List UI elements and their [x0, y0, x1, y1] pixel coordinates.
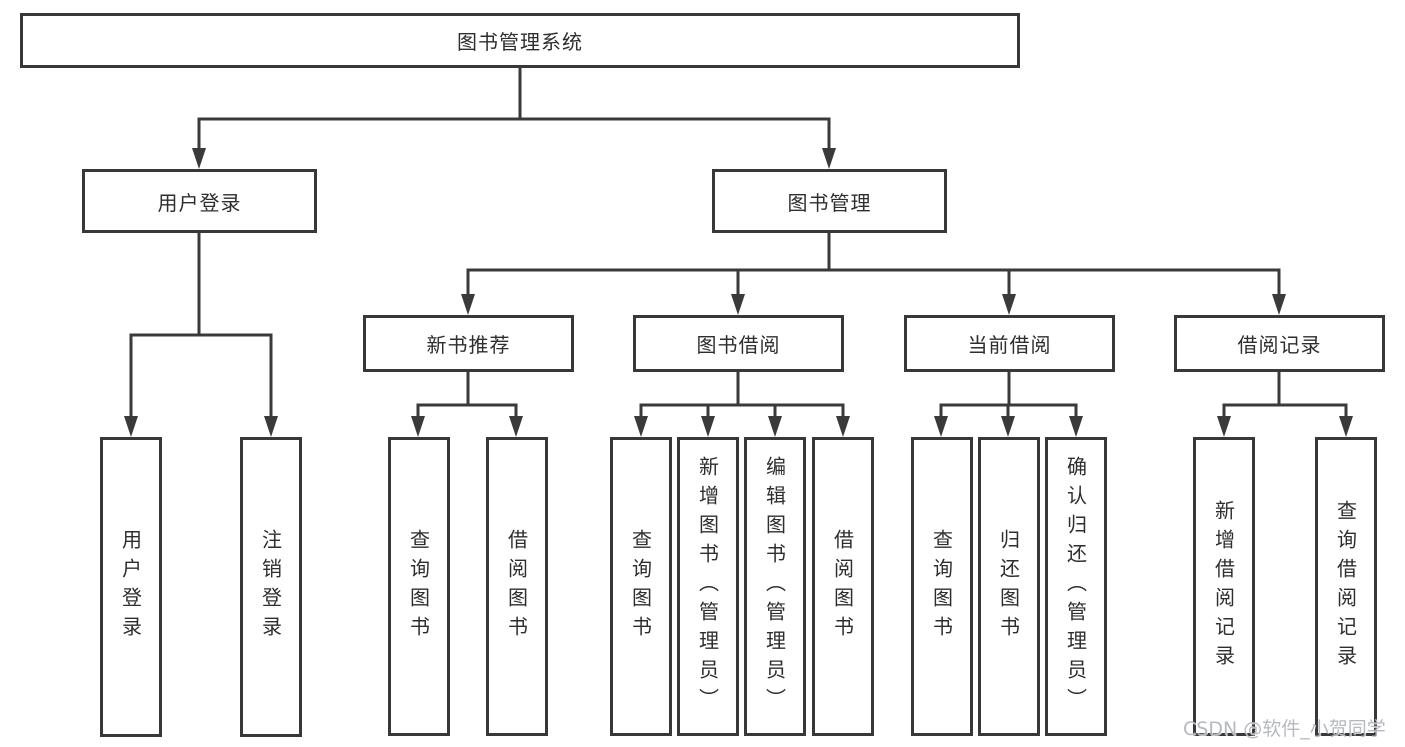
- leaf-query-borrow-record: 查询借阅记录: [1315, 437, 1377, 736]
- arrow-to-book-management: [822, 148, 836, 169]
- leaf-label: 借阅图书: [830, 528, 855, 645]
- arrow-to-leaf-query-books-rec: [411, 416, 425, 437]
- arrow-to-leaf-logout: [264, 416, 278, 437]
- arrow-to-leaf-return-books: [1001, 416, 1015, 437]
- node-library-system: 图书管理系统: [20, 13, 1020, 68]
- connector-recommend-bar: [416, 403, 518, 420]
- arrow-to-borrowing-records: [1272, 294, 1286, 315]
- arrow-to-new-book-recommend: [461, 294, 475, 315]
- arrow-to-leaf-edit-books: [768, 416, 782, 437]
- leaf-label: 用户登录: [118, 529, 143, 645]
- leaf-label: 查询借阅记录: [1333, 499, 1358, 674]
- leaf-confirm-return-admin: 确认归还（管理员）: [1045, 437, 1107, 736]
- arrow-to-leaf-query-record: [1339, 416, 1353, 437]
- leaf-label: 归还图书: [996, 528, 1021, 645]
- leaf-borrow-books: 借阅图书: [812, 437, 874, 736]
- arrow-to-user-login: [192, 148, 206, 169]
- node-user-login: 用户登录: [82, 169, 317, 233]
- leaf-borrow-books-recommend: 借阅图书: [486, 437, 548, 736]
- leaf-label: 确认归还（管理员）: [1063, 456, 1088, 717]
- leaf-return-books: 归还图书: [978, 437, 1040, 736]
- connector-level3-bar: [466, 268, 1281, 298]
- arrow-to-leaf-query-books-bor: [634, 416, 648, 437]
- arrow-to-current-borrowing: [1002, 294, 1016, 315]
- node-current-borrowing: 当前借阅: [904, 315, 1115, 372]
- connector-level2-bar: [197, 117, 831, 150]
- arrow-to-leaf-query-books-cur: [934, 416, 948, 437]
- leaf-label: 注销登录: [258, 529, 283, 645]
- leaf-label: 新增图书（管理员）: [695, 456, 720, 717]
- arrow-to-leaf-add-record: [1217, 416, 1231, 437]
- leaf-label: 编辑图书（管理员）: [762, 456, 787, 717]
- leaf-logout-action: 注销登录: [240, 437, 302, 737]
- node-book-management: 图书管理: [712, 169, 947, 233]
- leaf-edit-books-admin: 编辑图书（管理员）: [744, 437, 806, 736]
- connector-records-bar: [1222, 403, 1348, 420]
- leaf-label: 查询图书: [929, 528, 954, 645]
- leaf-query-books-current: 查询图书: [911, 437, 973, 736]
- arrow-to-leaf-confirm-return: [1069, 416, 1083, 437]
- leaf-label: 查询图书: [406, 528, 431, 645]
- arrow-to-leaf-add-books: [701, 416, 715, 437]
- leaf-label: 查询图书: [628, 528, 653, 645]
- connector-user-leaves-bar: [129, 333, 273, 420]
- node-book-borrowing: 图书借阅: [633, 315, 844, 372]
- connector-borrow-bar: [639, 403, 845, 420]
- leaf-user-login-action: 用户登录: [100, 437, 162, 737]
- node-new-book-recommend: 新书推荐: [363, 315, 574, 372]
- arrowheads: [124, 148, 1353, 437]
- node-borrowing-records: 借阅记录: [1174, 315, 1385, 372]
- leaf-label: 新增借阅记录: [1211, 499, 1236, 674]
- leaf-add-borrow-record: 新增借阅记录: [1193, 437, 1255, 736]
- leaf-query-books-borrowing: 查询图书: [610, 437, 672, 736]
- leaf-add-books-admin: 新增图书（管理员）: [677, 437, 739, 736]
- arrow-to-leaf-user-login: [124, 416, 138, 437]
- arrow-to-leaf-borrow-books-rec: [509, 416, 523, 437]
- csdn-watermark: CSDN @软件_小贺同学: [1183, 718, 1386, 740]
- leaf-label: 借阅图书: [504, 528, 529, 645]
- arrow-to-leaf-borrow-books: [836, 416, 850, 437]
- arrow-to-book-borrowing: [731, 294, 745, 315]
- leaf-query-books-recommend: 查询图书: [388, 437, 450, 736]
